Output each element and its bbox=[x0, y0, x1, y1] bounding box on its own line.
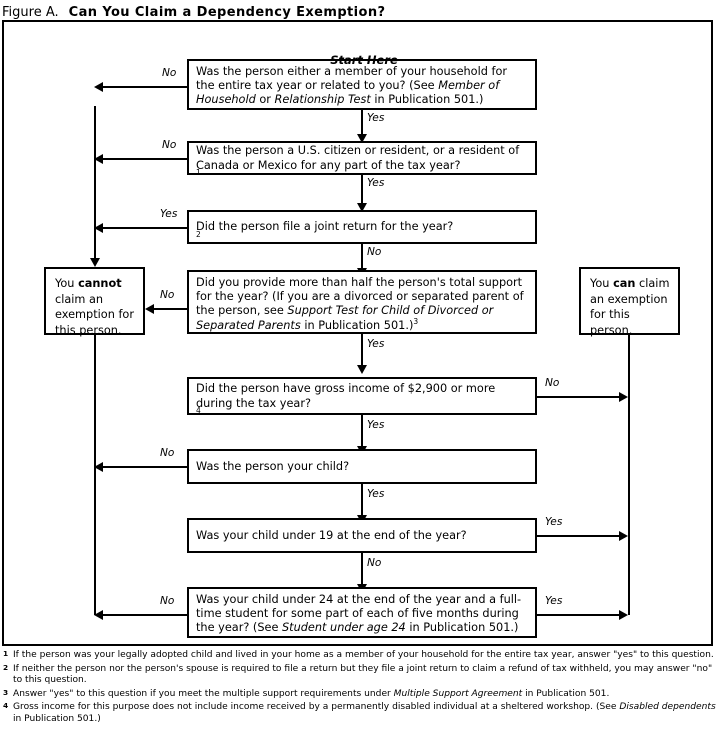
figure-label: Figure A. bbox=[2, 5, 59, 20]
figure-name: Can You Claim a Dependency Exemption? bbox=[68, 5, 386, 20]
edge-label-q2-yes: Yes bbox=[367, 177, 385, 189]
q2-to-q3-line bbox=[361, 175, 363, 208]
q8-no-line bbox=[103, 614, 187, 616]
node-support-test[interactable]: Did you provide more than half the perso… bbox=[187, 270, 537, 334]
q1-to-q2-line bbox=[361, 110, 363, 139]
q7-yes-line bbox=[537, 535, 620, 537]
footnote-text: Answer "yes" to this question if you mee… bbox=[13, 688, 610, 699]
q8-no-arrowhead bbox=[94, 610, 103, 620]
edge-label-q8-no: No bbox=[160, 595, 175, 607]
q4-to-q5-line bbox=[361, 334, 363, 371]
q4-no-line bbox=[154, 308, 187, 310]
q1-no-line bbox=[103, 86, 187, 88]
edge-label-q1-yes: Yes bbox=[367, 112, 385, 124]
edge-label-q3-no: No bbox=[367, 246, 382, 258]
node-child-under-24-student[interactable]: Was your child under 24 at the end of th… bbox=[187, 587, 537, 638]
q3-to-q4-line bbox=[361, 244, 363, 274]
edge-label-q5-no: No bbox=[545, 377, 560, 389]
left-rail-upper-arrowhead bbox=[90, 258, 100, 267]
q4-to-q5-arrowhead bbox=[357, 365, 367, 374]
q2-no-line bbox=[103, 158, 187, 160]
right-rail bbox=[628, 325, 630, 615]
node-cannot-claim-outcome[interactable]: You cannot claim an exemption for this p… bbox=[44, 267, 145, 337]
edge-label-q4-yes: Yes bbox=[367, 338, 385, 350]
q1-no-arrowhead bbox=[94, 82, 103, 92]
footnote-item: 2 If neither the person nor the person's… bbox=[2, 662, 718, 687]
q2-to-q3-arrowhead bbox=[357, 203, 367, 212]
q5-no-line bbox=[537, 396, 620, 398]
q6-to-q7-line bbox=[361, 484, 363, 521]
q7-to-q8-line bbox=[361, 553, 363, 590]
edge-label-q6-yes: Yes bbox=[367, 488, 385, 500]
page-title: Figure A. Can You Claim a Dependency Exem… bbox=[2, 1, 717, 20]
footnote-item: 3 Answer "yes" to this question if you m… bbox=[2, 687, 718, 701]
q3-yes-arrowhead bbox=[94, 223, 103, 233]
edge-label-q2-no: No bbox=[162, 139, 177, 151]
node-was-person-your-child[interactable]: Was the person your child? bbox=[187, 449, 537, 484]
q5-to-q6-line bbox=[361, 415, 363, 452]
edge-label-q1-no: No bbox=[162, 67, 177, 79]
q3-yes-line bbox=[103, 227, 187, 229]
node-citizen-or-resident-test[interactable]: Was the person a U.S. citizen or residen… bbox=[187, 141, 537, 176]
q2-no-arrowhead bbox=[94, 154, 103, 164]
footnote-item: 4 Gross income for this purpose does not… bbox=[2, 701, 718, 725]
edge-label-q6-no: No bbox=[160, 447, 175, 459]
q6-no-arrowhead bbox=[94, 462, 103, 472]
q1-to-q2-arrowhead bbox=[357, 134, 367, 143]
q8-yes-arrowhead bbox=[619, 610, 628, 620]
footnote-marker: 4 bbox=[3, 701, 9, 711]
start-here-caption: Start Here bbox=[330, 53, 398, 67]
footnote-marker: 2 bbox=[3, 662, 9, 672]
flowchart-frame: Start Here bbox=[2, 20, 713, 646]
footnote-text: Gross income for this purpose does not i… bbox=[13, 702, 716, 724]
node-gross-income-test[interactable]: Did the person have gross income of $2,9… bbox=[187, 377, 537, 415]
q8-yes-line bbox=[537, 614, 620, 616]
edge-label-q4-no: No bbox=[160, 289, 175, 301]
edge-label-q7-no: No bbox=[367, 557, 382, 569]
footnotes-list: 1 If the person was your legally adopted… bbox=[2, 649, 718, 728]
node-child-under-19[interactable]: Was your child under 19 at the end of th… bbox=[187, 518, 537, 553]
edge-label-q5-yes: Yes bbox=[367, 419, 385, 431]
node-can-claim-outcome[interactable]: You can claim an exemption for this pers… bbox=[579, 267, 680, 337]
edge-label-q8-yes: Yes bbox=[545, 595, 563, 607]
footnote-text: If neither the person nor the person's s… bbox=[13, 663, 713, 686]
edge-label-q7-yes: Yes bbox=[545, 516, 563, 528]
left-rail-upper bbox=[94, 106, 96, 259]
footnote-marker: 1 bbox=[3, 649, 9, 658]
edge-label-q3-yes: Yes bbox=[160, 208, 178, 220]
footnote-marker: 3 bbox=[3, 687, 9, 697]
footnote-item: 1 If the person was your legally adopted… bbox=[2, 649, 718, 662]
q6-no-line bbox=[103, 466, 187, 468]
q4-no-arrowhead bbox=[145, 304, 154, 314]
node-joint-return-test[interactable]: Did the person file a joint return for t… bbox=[187, 210, 537, 244]
node-household-relationship-test[interactable]: Was the person either a member of your h… bbox=[187, 59, 537, 110]
footnote-text: If the person was your legally adopted c… bbox=[13, 650, 714, 660]
q5-no-arrowhead bbox=[619, 392, 628, 402]
q7-yes-arrowhead bbox=[619, 531, 628, 541]
